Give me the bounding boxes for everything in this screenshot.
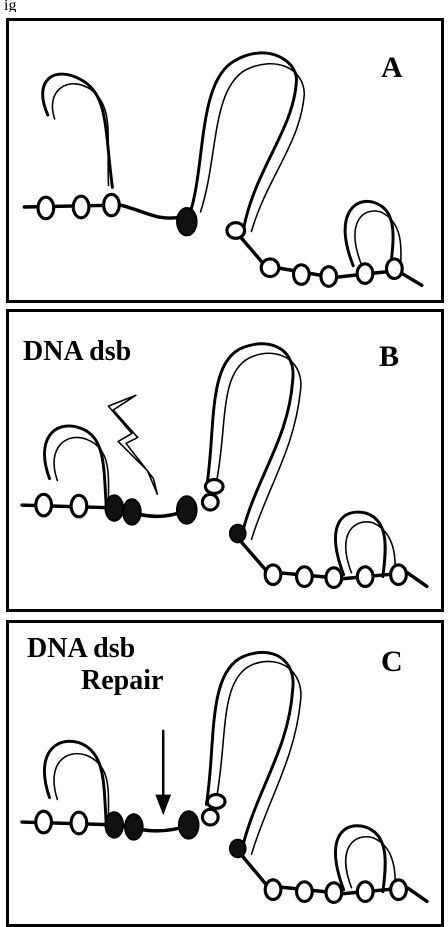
nucleosome-dark — [177, 208, 197, 235]
nucleosome — [357, 567, 373, 587]
nucleosome — [357, 882, 373, 902]
nucleosome — [71, 812, 87, 834]
nucleosome — [297, 882, 313, 902]
nucleosome — [387, 259, 403, 279]
panel-letter-b: B — [379, 342, 399, 372]
loop-right-a — [336, 826, 386, 892]
nucleosome-dark — [123, 499, 141, 524]
nucleosome — [391, 880, 407, 900]
figure-header-fragment: ig — [4, 0, 16, 12]
nucleosome — [265, 880, 281, 900]
nucleosome — [297, 567, 313, 587]
nucleosome — [294, 265, 310, 285]
nucleosome-dark — [230, 840, 246, 858]
nucleosome — [202, 809, 218, 825]
nucleosome-dark — [230, 525, 246, 543]
nucleosome — [357, 264, 373, 284]
nucleosome — [265, 565, 281, 585]
nucleosome — [321, 267, 337, 287]
label-dna-dsb: DNA dsb — [27, 635, 135, 663]
loop-big-b — [201, 64, 305, 232]
nucleosome — [36, 494, 52, 516]
loop-big-b — [216, 661, 301, 854]
nucleosome — [202, 494, 218, 510]
nucleosome-dark — [105, 812, 123, 837]
nucleosome — [73, 196, 89, 218]
panel-letter-a: A — [381, 53, 403, 83]
label-repair: Repair — [81, 667, 163, 695]
label-dna-dsb: DNA dsb — [23, 338, 131, 366]
loop-left-b — [52, 84, 108, 186]
loop-left-a — [43, 74, 113, 187]
nucleosome — [227, 223, 245, 239]
nucleosome — [36, 811, 52, 833]
nucleosome — [207, 795, 225, 809]
panel-a: A — [6, 18, 444, 303]
nucleosome-dark — [125, 814, 143, 839]
break-bolt — [108, 395, 157, 494]
nucleosome — [326, 883, 342, 903]
loop-big-a — [206, 344, 293, 536]
nucleosome — [205, 480, 223, 494]
panel-b: DNA dsb B — [6, 309, 444, 612]
nucleosome-dark — [177, 496, 197, 523]
nucleosome-dark — [179, 811, 199, 838]
nucleosome — [71, 495, 87, 517]
nucleosome — [104, 194, 120, 216]
nucleosome — [261, 259, 279, 277]
nucleosome-dark — [105, 495, 123, 520]
nucleosome — [391, 565, 407, 585]
loop-big-a — [189, 53, 297, 229]
nucleosome — [38, 197, 54, 219]
nucleosome — [326, 568, 342, 588]
loop-big-b — [216, 353, 301, 539]
repair-arrow-head — [155, 795, 171, 816]
chromatin-diagram-c — [9, 623, 441, 924]
panel-letter-c: C — [381, 647, 403, 677]
chromatin-diagram-a — [9, 21, 441, 300]
loop-big-a — [206, 652, 293, 850]
panel-c: DNA dsb Repair C — [6, 620, 444, 927]
